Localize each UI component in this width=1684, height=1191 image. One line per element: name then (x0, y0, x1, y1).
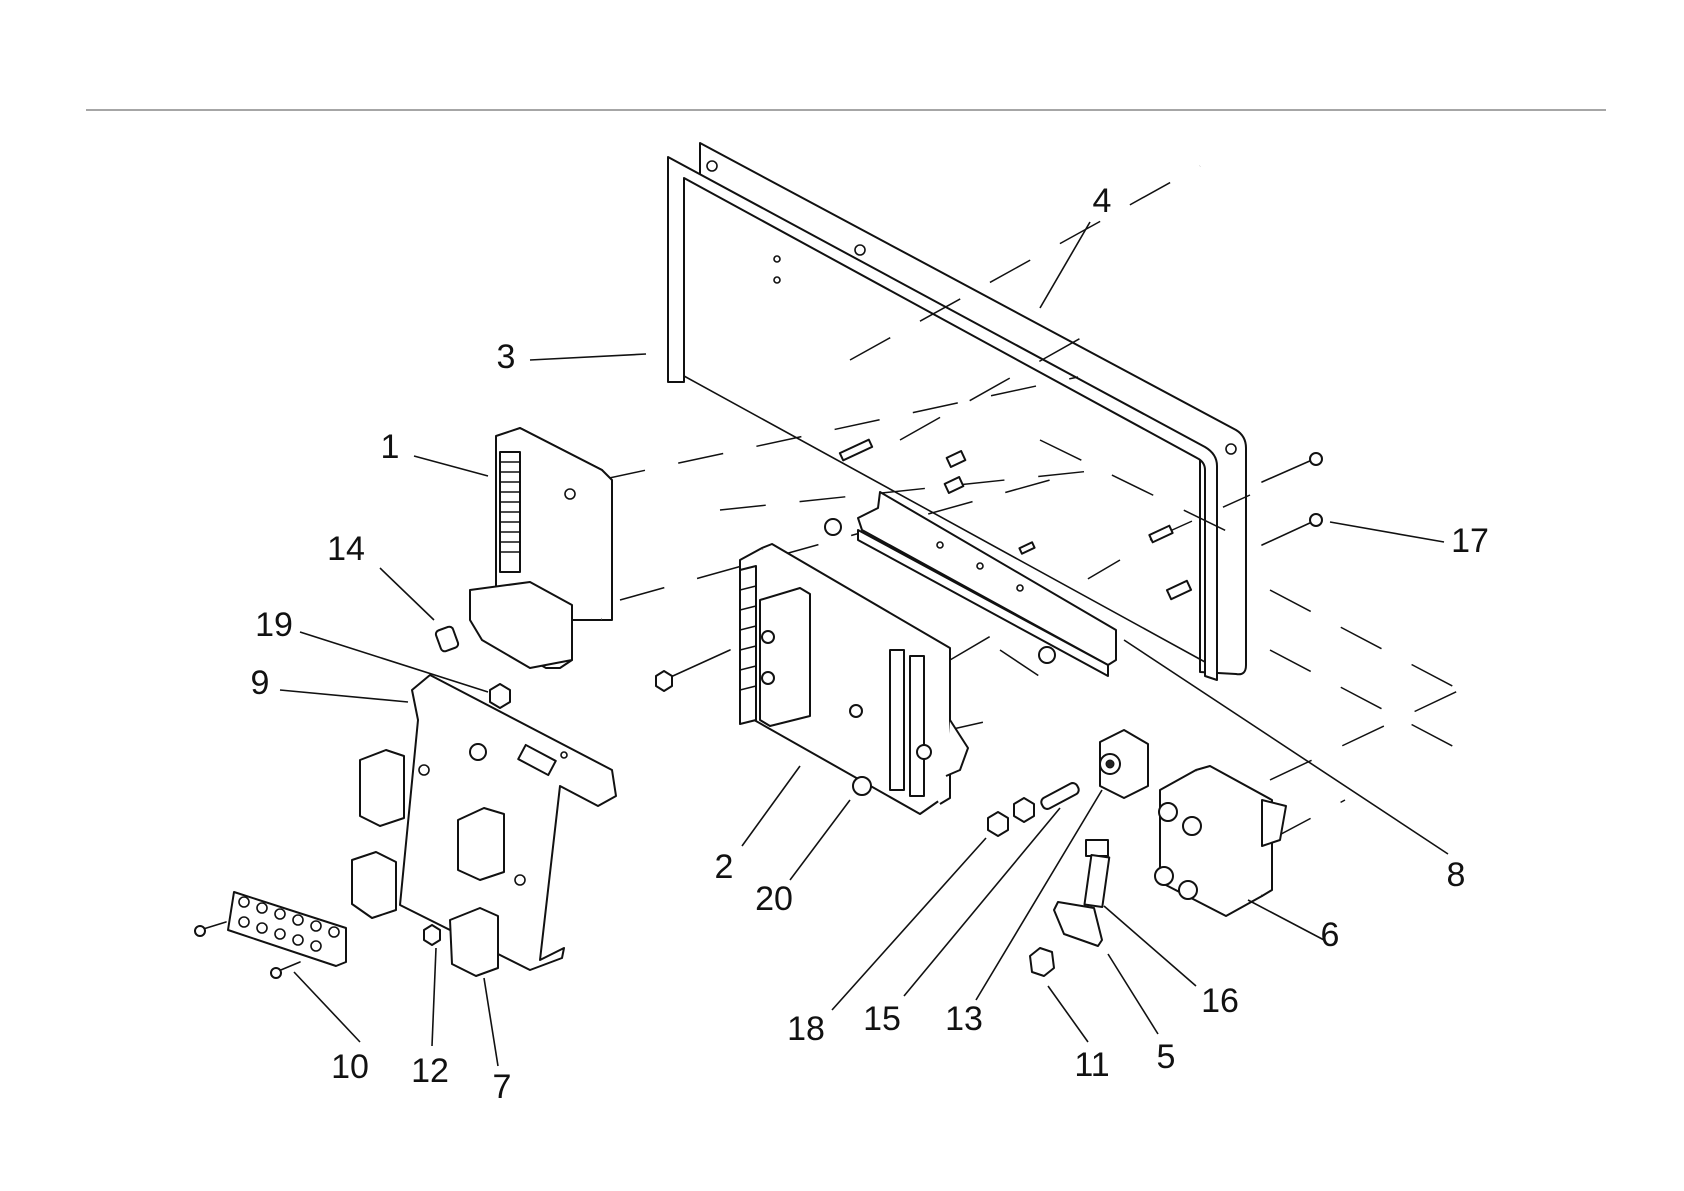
board-screw (664, 650, 730, 680)
part-12-nut (424, 925, 440, 945)
callout-20: 20 (755, 880, 793, 918)
callout-6: 6 (1321, 916, 1340, 954)
callout-14: 14 (327, 530, 365, 568)
callout-8: 8 (1447, 856, 1466, 894)
callout-13: 13 (945, 1000, 983, 1038)
part-5-plate (1054, 902, 1102, 946)
callout-3: 3 (497, 338, 516, 376)
part-15-pin (1040, 781, 1081, 810)
callout-9: 9 (251, 664, 270, 702)
callout-11: 11 (1074, 1046, 1109, 1084)
callout-10: 10 (331, 1048, 369, 1086)
callout-19: 19 (255, 606, 293, 644)
part-1-module (470, 428, 612, 668)
part-16-bolt (1084, 840, 1109, 907)
callout-4: 4 (1093, 182, 1112, 220)
callout-16: 16 (1201, 982, 1239, 1020)
callout-7: 7 (493, 1068, 512, 1106)
part-11-nut (1030, 948, 1054, 976)
callout-5: 5 (1157, 1038, 1176, 1076)
part-2-board (740, 544, 968, 814)
part-14-spacer (435, 626, 459, 653)
part-13-grommet (1100, 730, 1148, 798)
callout-12: 12 (411, 1052, 449, 1090)
callout-2: 2 (715, 848, 734, 886)
part-18-nuts (988, 798, 1034, 836)
callout-17: 17 (1451, 522, 1489, 560)
part-10-terminal-strip (195, 892, 346, 978)
callout-1: 1 (381, 428, 400, 466)
callout-18: 18 (787, 1010, 825, 1048)
callout-15: 15 (863, 1000, 901, 1038)
part-17-screws (1262, 453, 1322, 545)
assembly-lines (600, 166, 1460, 840)
part-19-nut (490, 684, 510, 708)
part-6-breaker (1155, 766, 1286, 916)
